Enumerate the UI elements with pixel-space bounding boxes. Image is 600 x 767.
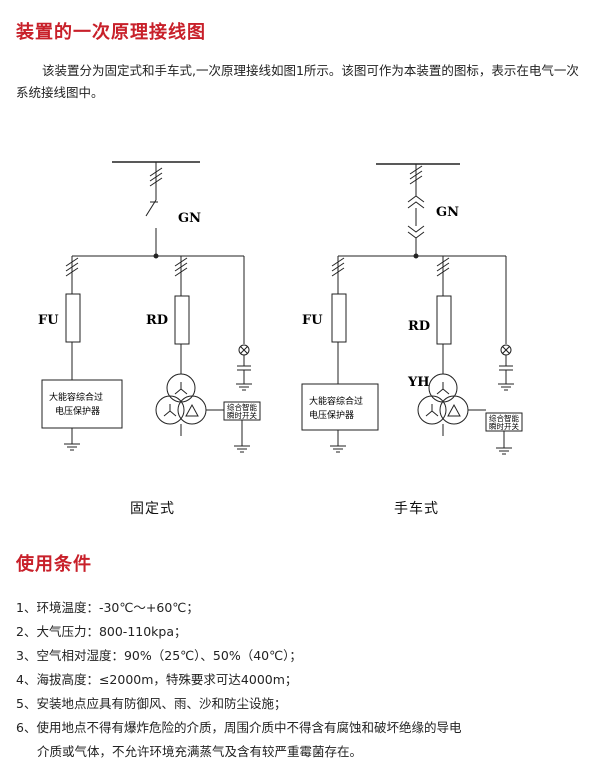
handcart-switch-line2: 瞬时开关 bbox=[489, 421, 519, 431]
section1-title: 装置的一次原理接线图 bbox=[16, 22, 206, 43]
handcart-type-caption: 手车式 bbox=[394, 501, 439, 517]
handcart-protector-box bbox=[301, 383, 379, 431]
wiring-diagram: GN FU RD 大能容综合过 电压保护器 综合智能 瞬时开关 bbox=[38, 161, 523, 455]
condition-item-6: 6、使用地点不得有爆炸危险的介质，周围介质中不得含有腐蚀和破坏绝缘的导电 bbox=[16, 720, 462, 735]
fixed-type-diagram bbox=[41, 161, 261, 453]
condition-item-4: 4、海拔高度：≤2000m，特殊要求可达4000m； bbox=[16, 672, 298, 687]
handcart-switch-line1: 综合智能 bbox=[489, 413, 519, 423]
handcart-rd-label: RD bbox=[408, 319, 430, 334]
condition-item-3: 3、空气相对湿度：90%（25℃）、50%（40℃）； bbox=[16, 648, 302, 663]
fixed-rd-fuse bbox=[174, 295, 190, 345]
fixed-protector-line2: 电压保护器 bbox=[55, 405, 100, 417]
fixed-fu-fuse bbox=[65, 293, 81, 343]
condition-item-5: 5、安装地点应具有防御风、雨、沙和防尘设施； bbox=[16, 696, 287, 711]
condition-item-2: 2、大气压力：800-110kpa； bbox=[16, 624, 187, 639]
condition-item-1: 1、环境温度：-30℃～+60℃； bbox=[16, 600, 199, 615]
handcart-upper-contact bbox=[407, 195, 425, 209]
handcart-fu-fuse bbox=[331, 293, 347, 343]
handcart-rd-fuse bbox=[436, 295, 452, 345]
fixed-switch-line1: 综合智能 bbox=[227, 402, 257, 412]
section2-title: 使用条件 bbox=[16, 554, 92, 575]
fixed-rd-label: RD bbox=[146, 313, 168, 328]
fixed-gn-switch bbox=[145, 199, 157, 217]
handcart-yh-label: YH bbox=[407, 375, 430, 390]
fixed-gn-label: GN bbox=[178, 211, 201, 226]
handcart-fu-label: FU bbox=[302, 313, 323, 328]
handcart-protector-line1: 大能容综合过 bbox=[309, 395, 363, 407]
fixed-switch-line2: 瞬时开关 bbox=[227, 410, 257, 420]
intro-paragraph: 该装置分为固定式和手车式,一次原理接线如图1所示。该图可作为本装置的图标，表示在… bbox=[16, 63, 579, 100]
fixed-protector-line1: 大能容综合过 bbox=[49, 391, 103, 403]
fixed-fu-label: FU bbox=[38, 313, 59, 328]
condition-item-6-continued: 介质或气体，不允许环境充满蒸气及含有较严重霉菌存在。 bbox=[37, 744, 363, 759]
fixed-protector-box bbox=[41, 379, 123, 429]
handcart-type-diagram bbox=[301, 163, 523, 455]
handcart-lower-contact bbox=[407, 225, 425, 239]
handcart-protector-line2: 电压保护器 bbox=[309, 409, 354, 421]
handcart-gn-label: GN bbox=[436, 205, 459, 220]
conditions-list: 1、环境温度：-30℃～+60℃； 2、大气压力：800-110kpa； 3、空… bbox=[16, 596, 591, 764]
fixed-type-caption: 固定式 bbox=[130, 501, 175, 517]
